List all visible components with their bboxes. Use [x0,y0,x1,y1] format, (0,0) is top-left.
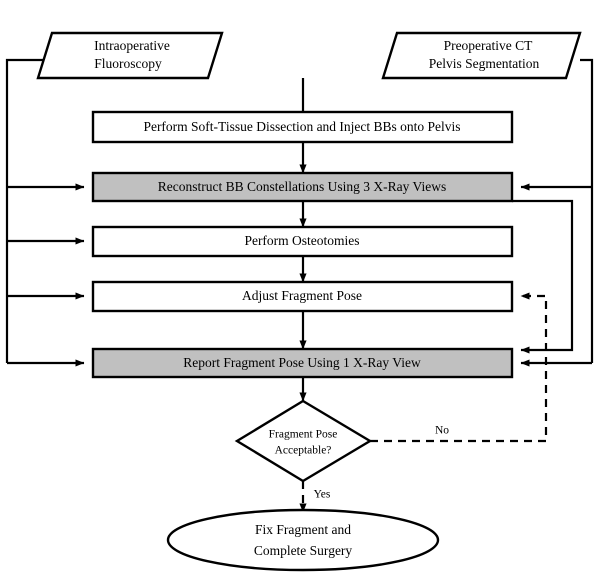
preoperative-ct-line2: Pelvis Segmentation [429,56,540,71]
perform-osteotomies-label: Perform Osteotomies [244,233,359,248]
connector-ct-trunk [580,58,594,363]
decision-fragment-pose-line1: Fragment Pose [269,429,338,441]
node-reconstruct-bb[interactable]: Reconstruct BB Constellations Using 3 X-… [91,171,514,203]
node-perform-osteotomies[interactable]: Perform Osteotomies [91,225,514,258]
node-adjust-fragment-pose[interactable]: Adjust Fragment Pose [91,280,514,313]
fix-fragment-line2: Complete Surgery [254,543,353,558]
intraoperative-fluoroscopy-line2: Fluoroscopy [94,56,162,71]
connector-no-loop [370,292,548,443]
adjust-fragment-pose-label: Adjust Fragment Pose [242,288,362,303]
fix-fragment-line1: Fix Fragment and [255,522,351,537]
report-fragment-pose-label: Report Fragment Pose Using 1 X-Ray View [183,355,421,370]
preoperative-ct-line1: Preoperative CT [444,38,534,53]
node-soft-tissue-dissection[interactable]: Perform Soft-Tissue Dissection and Injec… [91,110,514,144]
node-preoperative-ct[interactable]: Preoperative CT Pelvis Segmentation [381,31,582,80]
node-fix-fragment[interactable]: Fix Fragment and Complete Surgery [166,508,440,572]
intraoperative-fluoroscopy-line1: Intraoperative [94,38,170,53]
soft-tissue-dissection-label: Perform Soft-Tissue Dissection and Injec… [143,119,460,134]
node-report-fragment-pose[interactable]: Report Fragment Pose Using 1 X-Ray View [91,347,514,379]
reconstruct-bb-label: Reconstruct BB Constellations Using 3 X-… [158,179,446,194]
node-intraoperative-fluoroscopy[interactable]: Intraoperative Fluoroscopy [36,31,224,80]
decision-fragment-pose-line2: Acceptable? [275,445,332,457]
node-decision-fragment-pose[interactable]: Fragment Pose Acceptable? [234,399,373,483]
edge-label-no: No [435,425,449,437]
connector-fluoroscopy-trunk [5,58,52,363]
connector-reconstruct-to-report [512,199,574,354]
edge-label-yes: Yes [314,489,331,501]
